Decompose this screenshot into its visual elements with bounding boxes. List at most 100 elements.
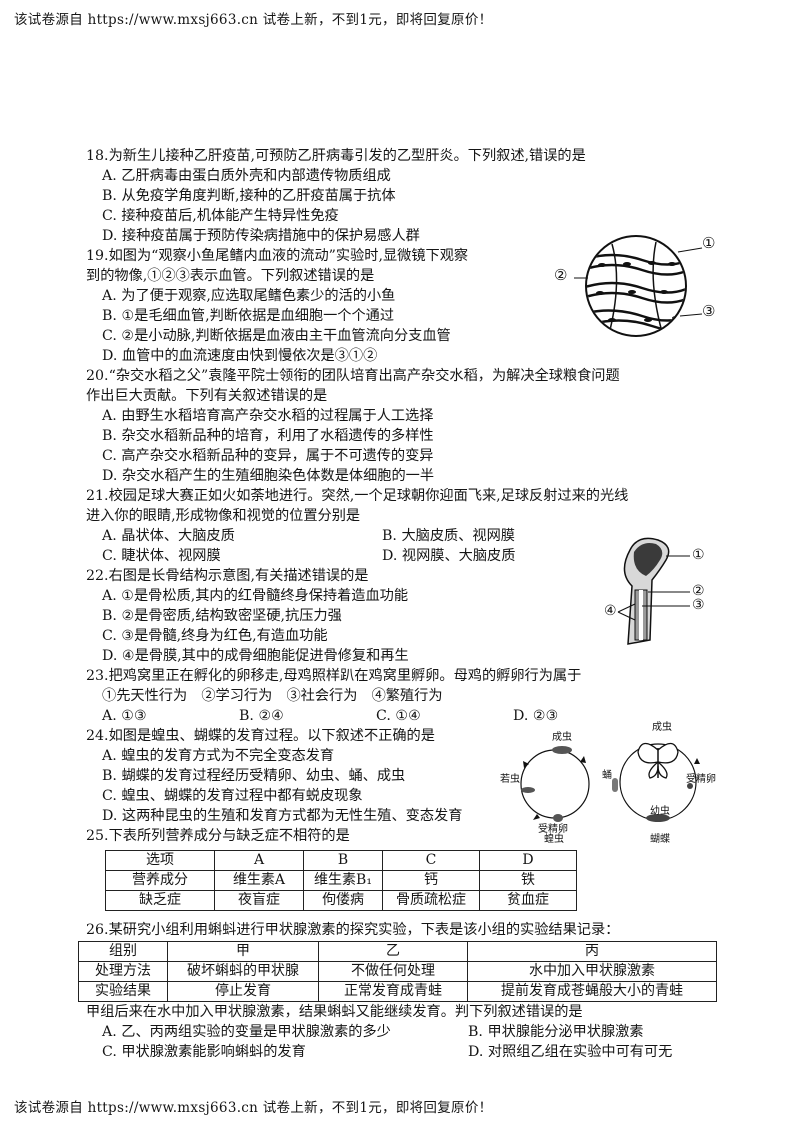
fig19-label-3: ③ — [702, 302, 716, 320]
q21-option-d: D. 视网膜、大脑皮质 — [382, 548, 516, 564]
q24-option-d: D. 这两种昆虫的生殖和发育方式都为无性生殖、变态发育 — [102, 808, 463, 824]
q24-option-c: C. 蝗虫、蝴蝶的发育过程中都有蜕皮现象 — [102, 788, 363, 804]
table-cell: 选项 — [105, 850, 215, 871]
table-cell: 维生素A — [214, 870, 304, 891]
table-row: 处理方法 破坏蝌蚪的甲状腺 不做任何处理 水中加入甲状腺激素 — [78, 961, 717, 982]
table-cell: 佝偻病 — [303, 890, 383, 911]
table-cell: 组别 — [78, 941, 168, 962]
locust-caption: 蝗虫 — [544, 834, 564, 845]
q26-option-b: B. 甲状腺能分泌甲状腺激素 — [468, 1024, 644, 1040]
table-row: 组别 甲 乙 丙 — [78, 941, 717, 962]
butterfly-larva-label: 幼虫 — [650, 806, 670, 817]
fig22-label-2: ② — [692, 583, 705, 599]
table-cell: 正常发育成青蛙 — [318, 981, 468, 1002]
q23-option-c: C. ①④ — [376, 708, 421, 724]
q24-option-b: B. 蝴蝶的发育过程经历受精卵、幼虫、蛹、成虫 — [102, 768, 406, 784]
q22-stem: 22.右图是长骨结构示意图,有关描述错误的是 — [86, 568, 369, 584]
table-cell: 钙 — [382, 870, 480, 891]
table-row: 选项 A B C D — [105, 850, 577, 871]
q24-option-a: A. 蝗虫的发育方式为不完全变态发育 — [102, 748, 335, 764]
q21-option-b: B. 大脑皮质、视网膜 — [382, 528, 515, 544]
page-header: 该试卷源自 https://www.mxsj663.cn 试卷上新，不到1元，即… — [14, 12, 493, 28]
q19-option-b: B. ①是毛细血管,判断依据是血细胞一个个通过 — [102, 308, 395, 324]
q18-option-b: B. 从免疫学角度判断,接种的乙肝疫苗属于抗体 — [102, 188, 396, 204]
table-row: 缺乏症 夜盲症 佝偻病 骨质疏松症 贫血症 — [105, 890, 577, 911]
butterfly-pupa-label: 蛹 — [602, 770, 612, 781]
q19-option-c: C. ②是小动脉,判断依据是血液由主干血管流向分支血管 — [102, 328, 451, 344]
q19-stem-line2: 到的物像,①②③表示血管。下列叙述错误的是 — [86, 268, 375, 284]
table-cell: 贫血症 — [479, 890, 577, 911]
q26-option-c: C. 甲状腺激素能影响蝌蚪的发育 — [102, 1044, 306, 1060]
q23-options: A. ①③ B. ②④ C. ①④ D. ②③ — [102, 706, 726, 726]
q18-stem: 18.为新生儿接种乙肝疫苗,可预防乙肝病毒引发的乙型肝炎。下列叙述,错误的是 — [86, 148, 586, 164]
q26-body: 甲组后来在水中加入甲状腺激素，结果蝌蚪又能继续发育。判下列叙述错误的是 A. 乙… — [86, 1002, 726, 1062]
table-cell: 提前发育成苍蝇般大小的青蛙 — [467, 981, 717, 1002]
table-cell: C — [382, 850, 480, 871]
q21-stem-line1: 21.校园足球大赛正如火如荼地进行。突然,一个足球朝你迎面飞来,足球反射过来的光… — [86, 488, 629, 504]
table-cell: 铁 — [479, 870, 577, 891]
q20-stem-line2: 作出巨大贡献。下列有关叙述错误的是 — [86, 388, 328, 404]
locust-nymph-label: 若虫 — [500, 774, 520, 785]
q24-stem: 24.如图是蝗虫、蝴蝶的发育过程。以下叙述不正确的是 — [86, 728, 435, 744]
q26-table: 组别 甲 乙 丙 处理方法 破坏蝌蚪的甲状腺 不做任何处理 水中加入甲状腺激素 … — [78, 941, 717, 1002]
butterfly-adult-label: 成虫 — [652, 722, 672, 733]
table-cell: 实验结果 — [78, 981, 168, 1002]
table-cell: B — [303, 850, 383, 871]
q19-option-d: D. 血管中的血流速度由快到慢依次是③①② — [102, 348, 378, 364]
table-cell: 停止发育 — [167, 981, 319, 1002]
q26-option-d: D. 对照组乙组在实验中可有可无 — [468, 1044, 673, 1060]
q22-option-d: D. ④是骨膜,其中的成骨细胞能促进骨修复和再生 — [102, 648, 409, 664]
q25-table: 选项 A B C D 营养成分 维生素A 维生素B₁ 钙 铁 缺乏症 夜盲症 佝… — [105, 850, 577, 911]
butterfly-caption: 蝴蝶 — [650, 834, 670, 845]
table-cell: 甲 — [167, 941, 319, 962]
q23-stem: 23.把鸡窝里正在孵化的卵移走,母鸡照样趴在鸡窝里孵卵。母鸡的孵卵行为属于 — [86, 668, 582, 684]
locust-adult-label: 成虫 — [552, 732, 572, 743]
q21-stem-line2: 进入你的眼睛,形成物像和视觉的位置分别是 — [86, 508, 361, 524]
q21-options-row1: A. 晶状体、大脑皮质 B. 大脑皮质、视网膜 — [102, 526, 726, 546]
table-cell: 水中加入甲状腺激素 — [467, 961, 717, 982]
locust-egg-label: 受精卵 — [538, 824, 568, 835]
fig19-label-2: ② — [554, 266, 568, 284]
q22-option-c: C. ③是骨髓,终身为红色,有造血功能 — [102, 628, 328, 644]
table-cell: 夜盲症 — [214, 890, 304, 911]
table-cell: 维生素B₁ — [303, 870, 383, 891]
table-cell: D — [479, 850, 577, 871]
q26-option-a: A. 乙、丙两组实验的变量是甲状腺激素的多少 — [102, 1024, 391, 1040]
q18-option-d: D. 接种疫苗属于预防传染病措施中的保护易感人群 — [102, 228, 420, 244]
table-cell: 缺乏症 — [105, 890, 215, 911]
q22-option-a: A. ①是骨松质,其内的红骨髓终身保持着造血功能 — [102, 588, 409, 604]
q26-after: 甲组后来在水中加入甲状腺激素，结果蝌蚪又能继续发育。判下列叙述错误的是 — [86, 1004, 583, 1020]
table-row: 营养成分 维生素A 维生素B₁ 钙 铁 — [105, 870, 577, 891]
q23-option-d: D. ②③ — [513, 708, 559, 724]
table-cell: 破坏蝌蚪的甲状腺 — [167, 961, 319, 982]
table-cell: 营养成分 — [105, 870, 215, 891]
q19-stem-line1: 19.如图为“观察小鱼尾鳍内血液的流动”实验时,显微镜下观察 — [86, 248, 469, 264]
fish-tail-microscope-figure: ① ② ③ — [552, 230, 728, 342]
fig22-label-3: ③ — [692, 597, 705, 613]
locust-life-cycle-figure: 成虫 若虫 受精卵 蝗虫 — [500, 728, 600, 845]
q20-stem-line1: 20.“杂交水稻之父”袁隆平院士领衔的团队培育出高产杂交水稻，为解决全球粮食问题 — [86, 368, 620, 384]
long-bone-figure: ① ② ③ ④ — [588, 530, 718, 650]
q25-stem: 25.下表所列营养成分与缺乏症不相符的是 — [86, 828, 350, 844]
table-cell: 丙 — [467, 941, 717, 962]
q20-option-d: D. 杂交水稻产生的生殖细胞染色体数是体细胞的一半 — [102, 468, 435, 484]
q23-option-a: A. ①③ — [102, 708, 147, 724]
q20-option-b: B. 杂交水稻新品种的培育，利用了水稻遗传的多样性 — [102, 428, 434, 444]
table-cell: 乙 — [318, 941, 468, 962]
butterfly-life-cycle-figure: 成虫 蛹 受精卵 幼虫 蝴蝶 — [602, 722, 716, 846]
table-cell: 不做任何处理 — [318, 961, 468, 982]
q22-option-b: B. ②是骨密质,结构致密坚硬,抗压力强 — [102, 608, 342, 624]
table-cell: 处理方法 — [78, 961, 168, 982]
q21-option-a: A. 晶状体、大脑皮质 — [102, 528, 235, 544]
fig22-label-1: ① — [692, 547, 705, 563]
q18-option-c: C. 接种疫苗后,机体能产生特异性免疫 — [102, 208, 339, 224]
q21-option-c: C. 睫状体、视网膜 — [102, 548, 221, 564]
q23-option-b: B. ②④ — [239, 708, 284, 724]
q23-items: ①先天性行为 ②学习行为 ③社会行为 ④繁殖行为 — [102, 688, 443, 704]
question-content: 18.为新生儿接种乙肝疫苗,可预防乙肝病毒引发的乙型肝炎。下列叙述,错误的是 A… — [86, 146, 726, 846]
q20-option-c: C. 高产杂交水稻新品种的变异，属于不可遗传的变异 — [102, 448, 434, 464]
butterfly-egg-label: 受精卵 — [686, 774, 716, 785]
q20-option-a: A. 由野生水稻培育高产杂交水稻的过程属于人工选择 — [102, 408, 434, 424]
q26-stem: 26.某研究小组利用蝌蚪进行甲状腺激素的探究实验，下表是该小组的实验结果记录： — [86, 922, 620, 938]
q18-option-a: A. 乙肝病毒由蛋白质外壳和内部遗传物质组成 — [102, 168, 391, 184]
